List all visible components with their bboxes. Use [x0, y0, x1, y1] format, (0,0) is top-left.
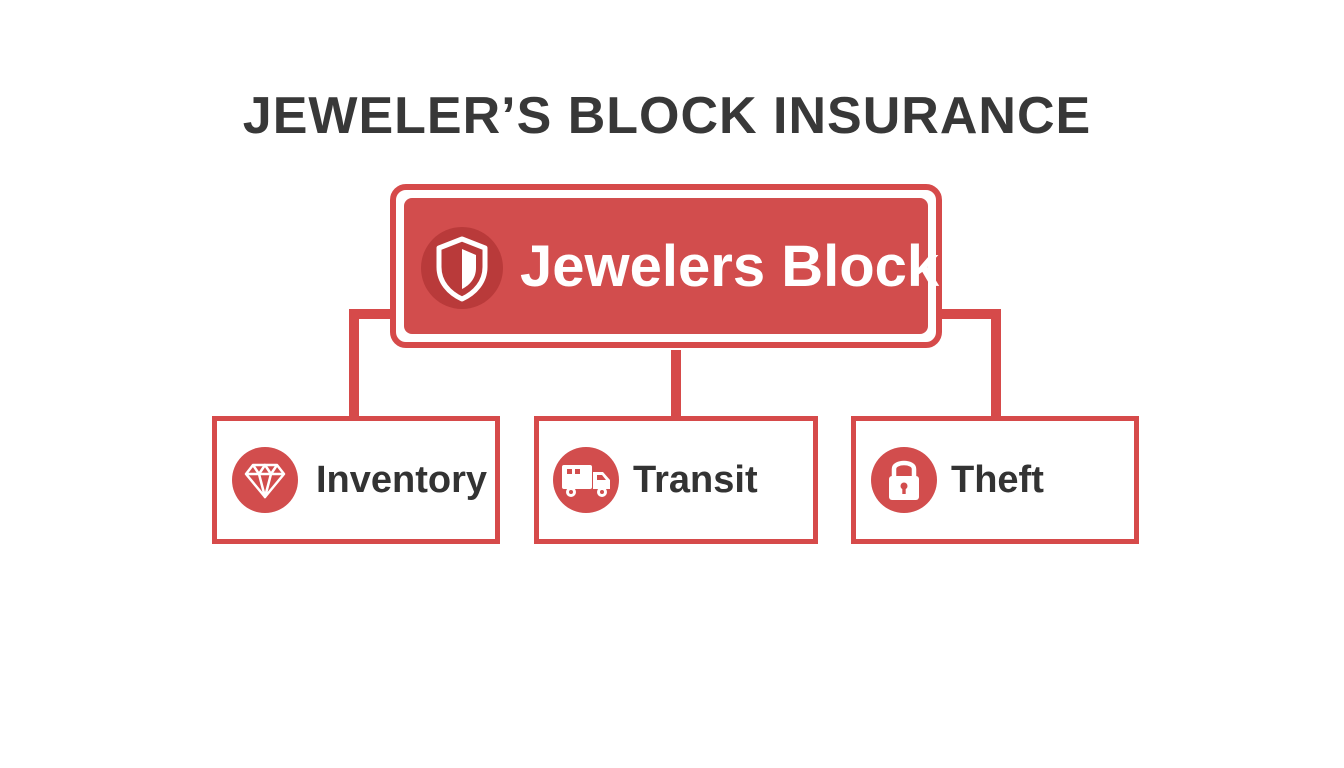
- truck-icon: [553, 447, 619, 513]
- padlock-icon: [871, 447, 937, 513]
- diamond-icon: [232, 447, 298, 513]
- connector-right: [940, 309, 1001, 418]
- root-node-label: Jewelers Block: [520, 234, 940, 299]
- child-label-theft: Theft: [951, 459, 1044, 501]
- connector-left: [349, 309, 392, 418]
- child-label-inventory: Inventory: [316, 459, 488, 501]
- shield-icon: [421, 227, 503, 309]
- child-label-transit: Transit: [633, 459, 758, 501]
- diagram-title: JEWELER’S BLOCK INSURANCE: [242, 87, 1092, 145]
